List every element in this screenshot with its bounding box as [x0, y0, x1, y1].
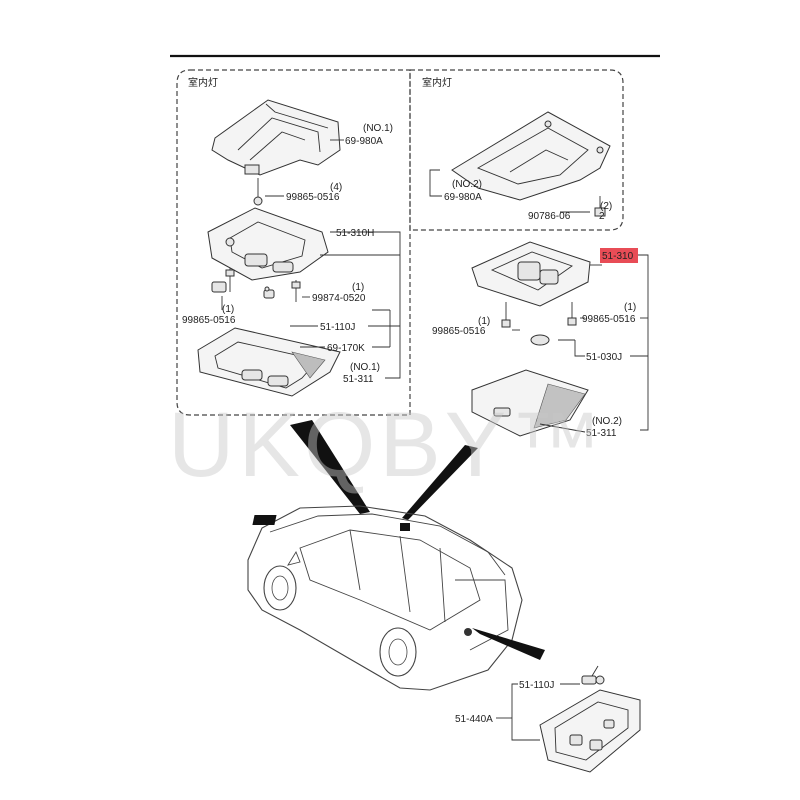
label-99865-0516-top: 99865-0516 — [286, 192, 340, 203]
label-qty1a-right: (1) — [478, 316, 490, 327]
pointer-wedge-right — [402, 445, 478, 520]
label-no1-lens: (NO.1) — [350, 362, 380, 373]
label-99865-0516-left: 99865-0516 — [182, 315, 236, 326]
pointer-wedge-left — [290, 420, 370, 514]
label-51-030j: 51-030J — [586, 352, 622, 363]
screw-icon — [501, 302, 577, 328]
label-no1-top: (NO.1) — [363, 123, 393, 134]
lamp-51-440a — [539, 689, 641, 773]
label-51-110j-bottom: 51-110J — [519, 680, 554, 691]
pointer-wedge-bottom — [472, 628, 545, 660]
lamp-housing-51-310 — [471, 241, 591, 307]
label-51-310h: 51-310H — [336, 228, 374, 239]
label-69-170k: 69-170K — [327, 343, 365, 354]
label-51-310[interactable]: 51-310 — [602, 251, 634, 262]
label-99865-0516-right: 99865-0516 — [582, 314, 636, 325]
label-qty2: (2) — [600, 201, 612, 212]
lamp-housing-51-310h — [207, 207, 329, 281]
highlight-51-310 — [600, 248, 638, 263]
label-99874-0520: 99874-0520 — [312, 293, 366, 304]
watermark: UKQBY™ — [168, 394, 606, 496]
label-qty1a-left: (1) — [352, 282, 364, 293]
screw-icon — [253, 178, 263, 206]
bulb-icon — [211, 281, 275, 299]
bottom-leader-lines — [496, 683, 580, 741]
bulb-icon — [530, 334, 550, 346]
left-panel-border — [176, 69, 411, 416]
right-panel-header: 室内灯 — [422, 76, 452, 89]
right-leader-bracket — [429, 169, 442, 197]
left-leader-lines — [221, 139, 401, 379]
vehicle-outline — [247, 505, 523, 691]
left-panel-header: 室内灯 — [188, 76, 218, 89]
bracket-no2 — [451, 111, 611, 201]
label-90786-qty: 2 — [599, 211, 605, 222]
screw-icon — [225, 268, 301, 302]
screw-icon — [594, 196, 606, 217]
right-panel-border — [409, 69, 624, 231]
bulb-icon — [581, 665, 605, 685]
bracket-no1 — [211, 99, 341, 176]
lens-51-311-no2 — [471, 369, 589, 437]
label-51-440a: 51-440A — [455, 714, 493, 725]
label-69-980a-right: 69-980A — [444, 192, 482, 203]
label-69-980a-left: 69-980A — [345, 136, 383, 147]
label-99865-0516-right-left: 99865-0516 — [432, 326, 486, 337]
label-qty1b-left: (1) — [222, 304, 234, 315]
label-no2-top: (NO.2) — [452, 179, 482, 190]
label-51-110j-left: 51-110J — [320, 322, 355, 333]
label-51-311-left: 51-311 — [343, 374, 374, 385]
label-51-311-right: 51-311 — [586, 428, 617, 439]
label-qty4: (4) — [330, 182, 342, 193]
right-leader-lines — [512, 254, 649, 433]
label-90786-06: 90786-06 — [528, 211, 571, 222]
label-no2-lens: (NO.2) — [592, 416, 622, 427]
lens-51-311-no1 — [197, 327, 341, 397]
label-qty1b-right: (1) — [624, 302, 636, 313]
